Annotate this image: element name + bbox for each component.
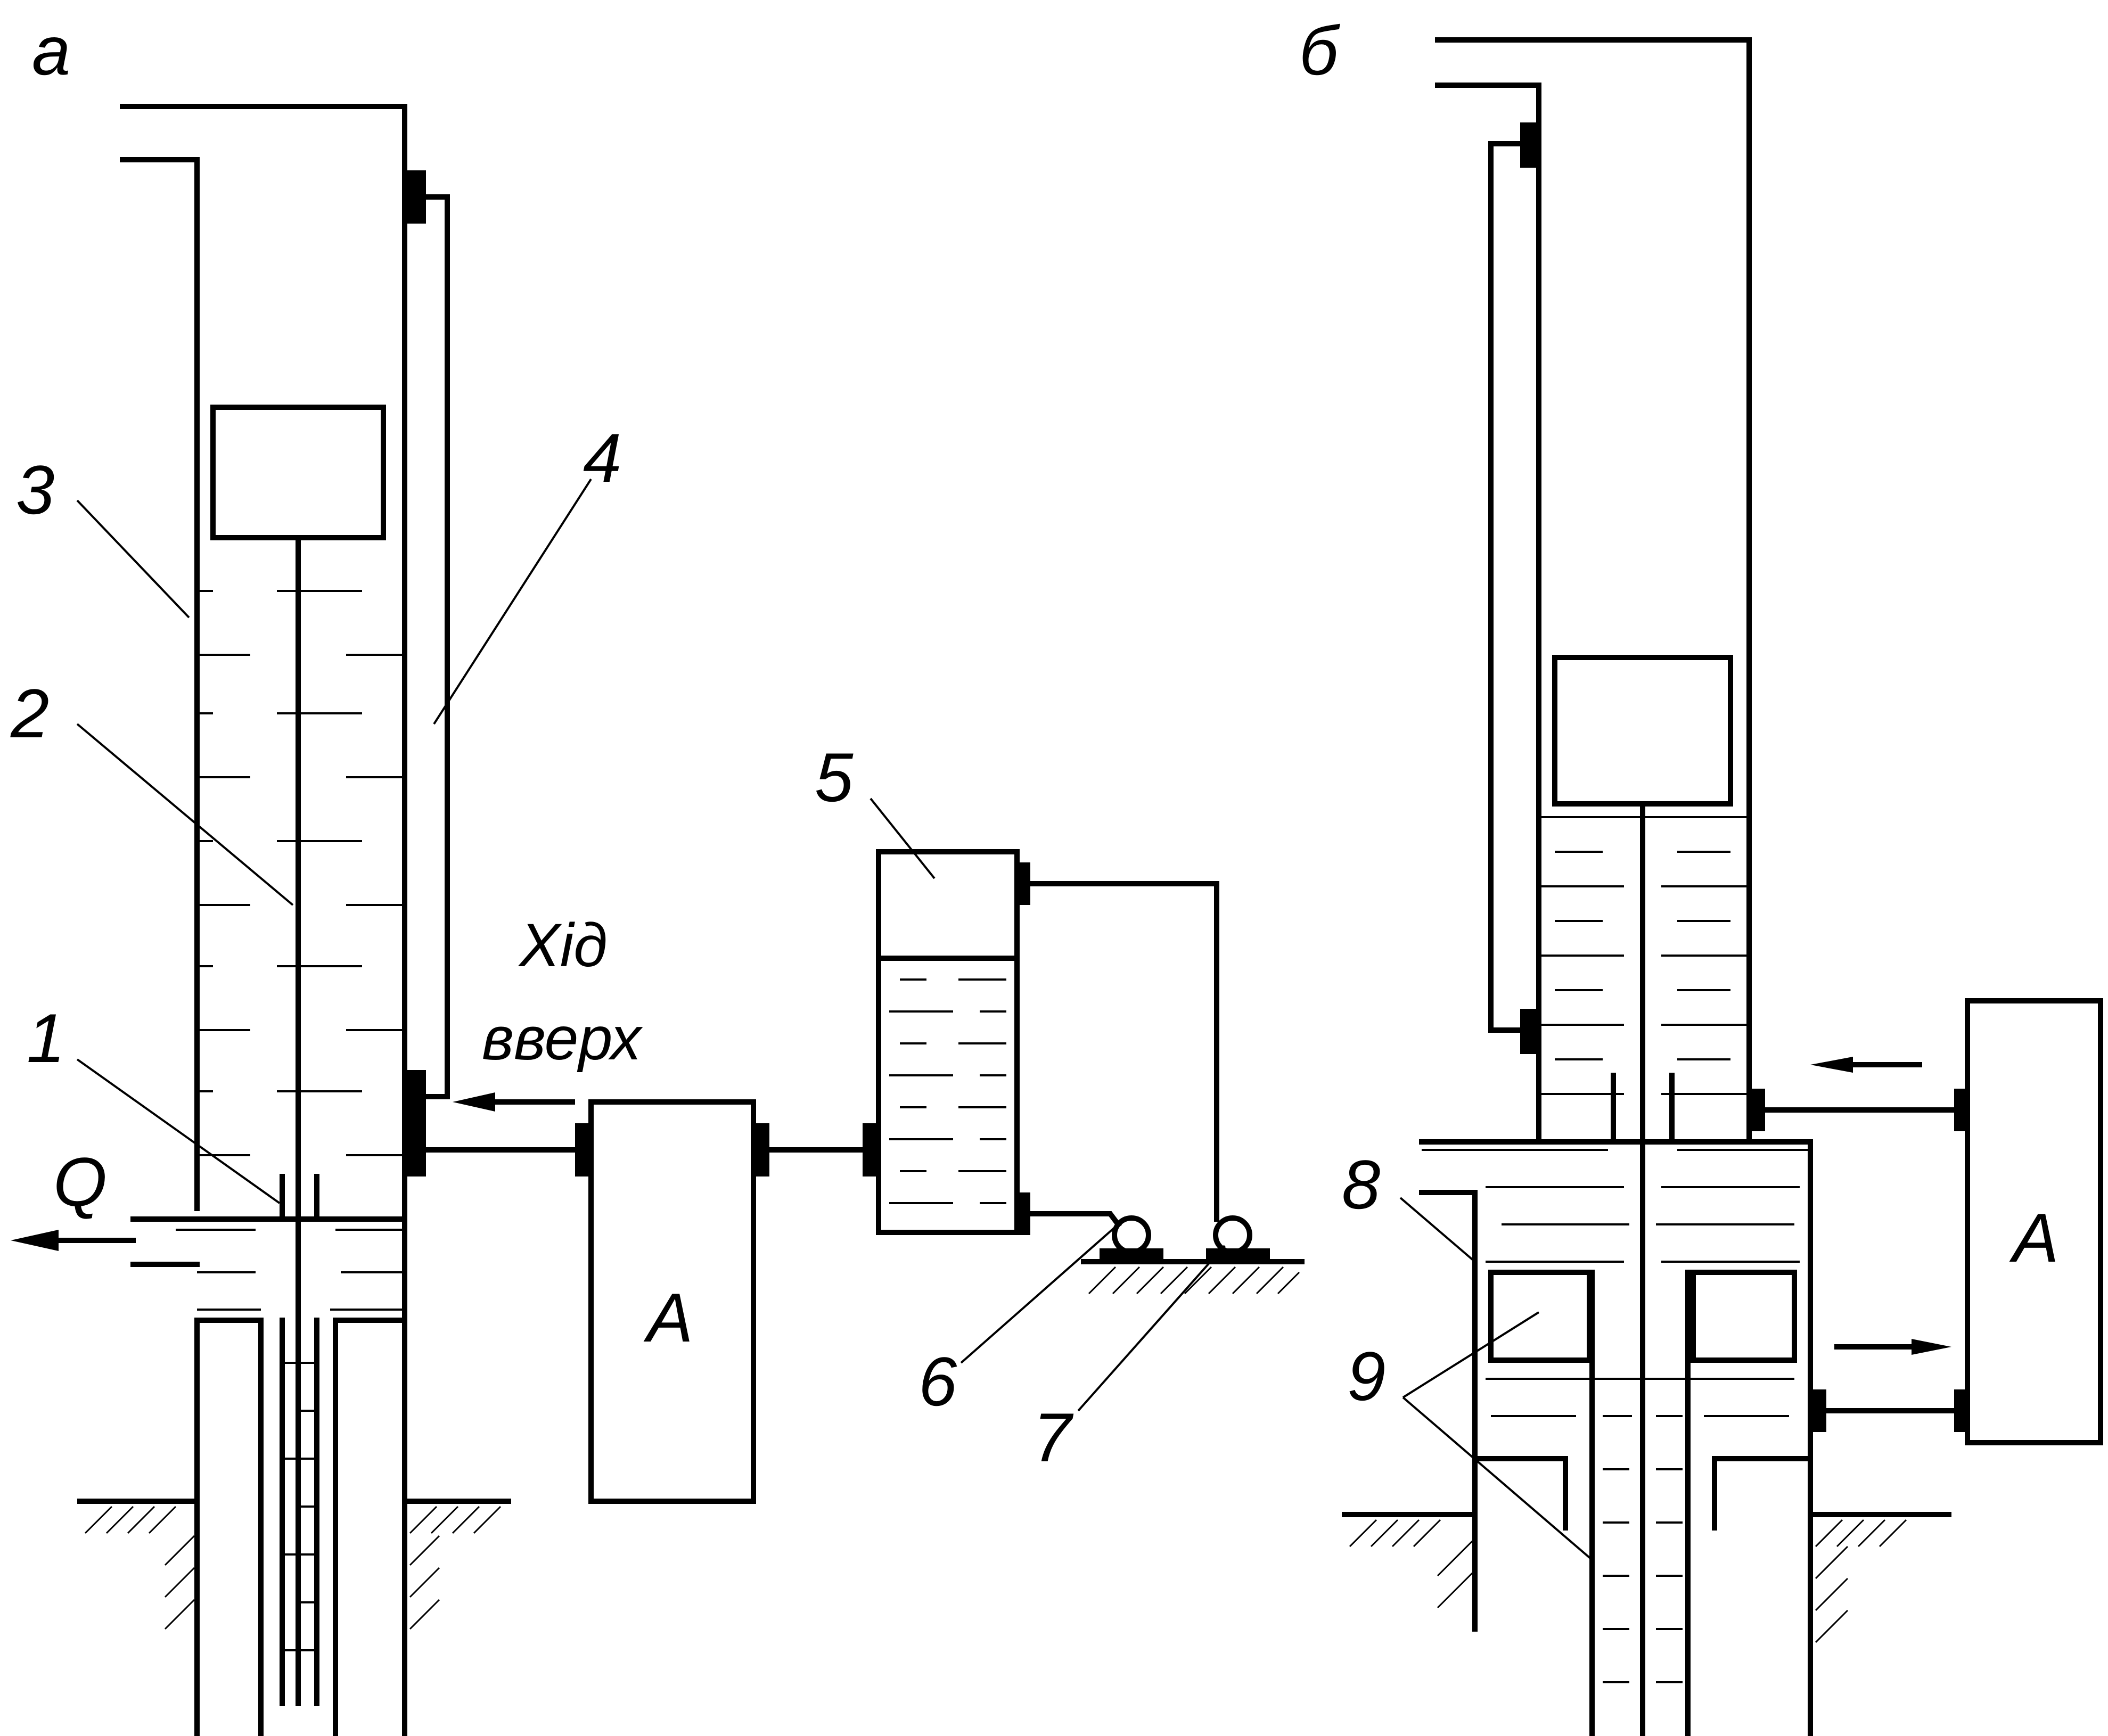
label-6: 6 [918,1343,957,1420]
panel-a-letter: а [32,12,70,89]
label-4: 4 [583,419,621,497]
piston [210,405,386,540]
bypass-pipe-b [1488,122,1541,1054]
label-1: 1 [27,999,65,1077]
panel-b: б [1299,12,2103,1736]
leader-lines-a [76,478,1226,1412]
bypass-pipe [405,170,450,1123]
accumulator-a-label: А [643,1279,693,1356]
pressure-tank [876,849,1030,1235]
piston-b [1552,655,1733,807]
accumulator-b-lines [1749,1089,1970,1432]
label-8: 8 [1342,1146,1380,1223]
panel-a: а [10,12,1305,1736]
label-2: 2 [10,674,49,752]
stroke-label-line1: Хід [518,911,608,980]
ring-pistons [1472,1270,1813,1736]
hydraulic-accumulator-b [1965,998,2103,1445]
lower-chamber [1419,1139,1813,1736]
flow-arrows-b [1810,1057,1951,1355]
hydraulic-accumulator-a [588,1099,756,1504]
cylinder-liquid-b [1539,816,1749,1095]
stroke-label-line2: вверх [482,1005,643,1073]
ground-a [77,1499,511,1630]
panel-b-letter: б [1299,12,1340,89]
flow-label: Q [53,1143,107,1221]
pump-line [1028,881,1305,1295]
label-9: 9 [1347,1337,1385,1415]
stroke-up-arrow [453,1092,575,1112]
cylinder-liquid [176,590,405,1311]
leader-lines-b [1399,1197,1593,1561]
label-7: 7 [1033,1398,1074,1476]
well-casing [194,1206,407,1736]
valve [280,1174,319,1222]
valves-b [1611,1073,1675,1142]
upper-cylinder [1435,37,1752,1142]
main-cylinder [120,104,407,1267]
ground-b [1342,1512,1951,1643]
label-5: 5 [815,738,854,816]
accumulator-b-label: А [2009,1199,2059,1277]
flow-arrow [11,1230,136,1251]
label-3: 3 [16,451,54,529]
